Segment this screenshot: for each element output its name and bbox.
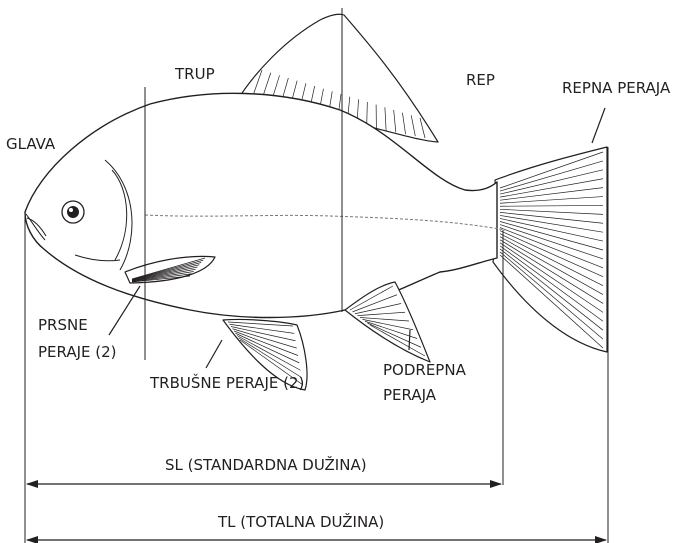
label-total-length: TL (TOTALNA DUŽINA) [217,512,384,531]
caudal-leader [592,108,605,143]
label-trunk: TRUP [174,65,215,83]
label-pelvic-fins: TRBUŠNE PERAJE (2) [149,373,304,392]
caudal-fin [493,147,607,352]
fish-body [25,93,505,317]
label-anal-fin-line2: PERAJA [383,386,437,404]
eye [62,201,84,223]
label-standard-length: SL (STANDARDNA DUŽINA) [165,455,367,474]
label-anal-fin-line1: PODREPNA [383,361,467,379]
pelvic-leader [206,340,222,368]
label-caudal-fin: REPNA PERAJA [562,79,671,97]
label-tail: REP [466,71,495,89]
label-head: GLAVA [6,135,56,153]
label-pectoral-fins-line1: PRSNE [38,316,88,334]
label-pectoral-fins-line2: PERAJE (2) [38,343,117,361]
